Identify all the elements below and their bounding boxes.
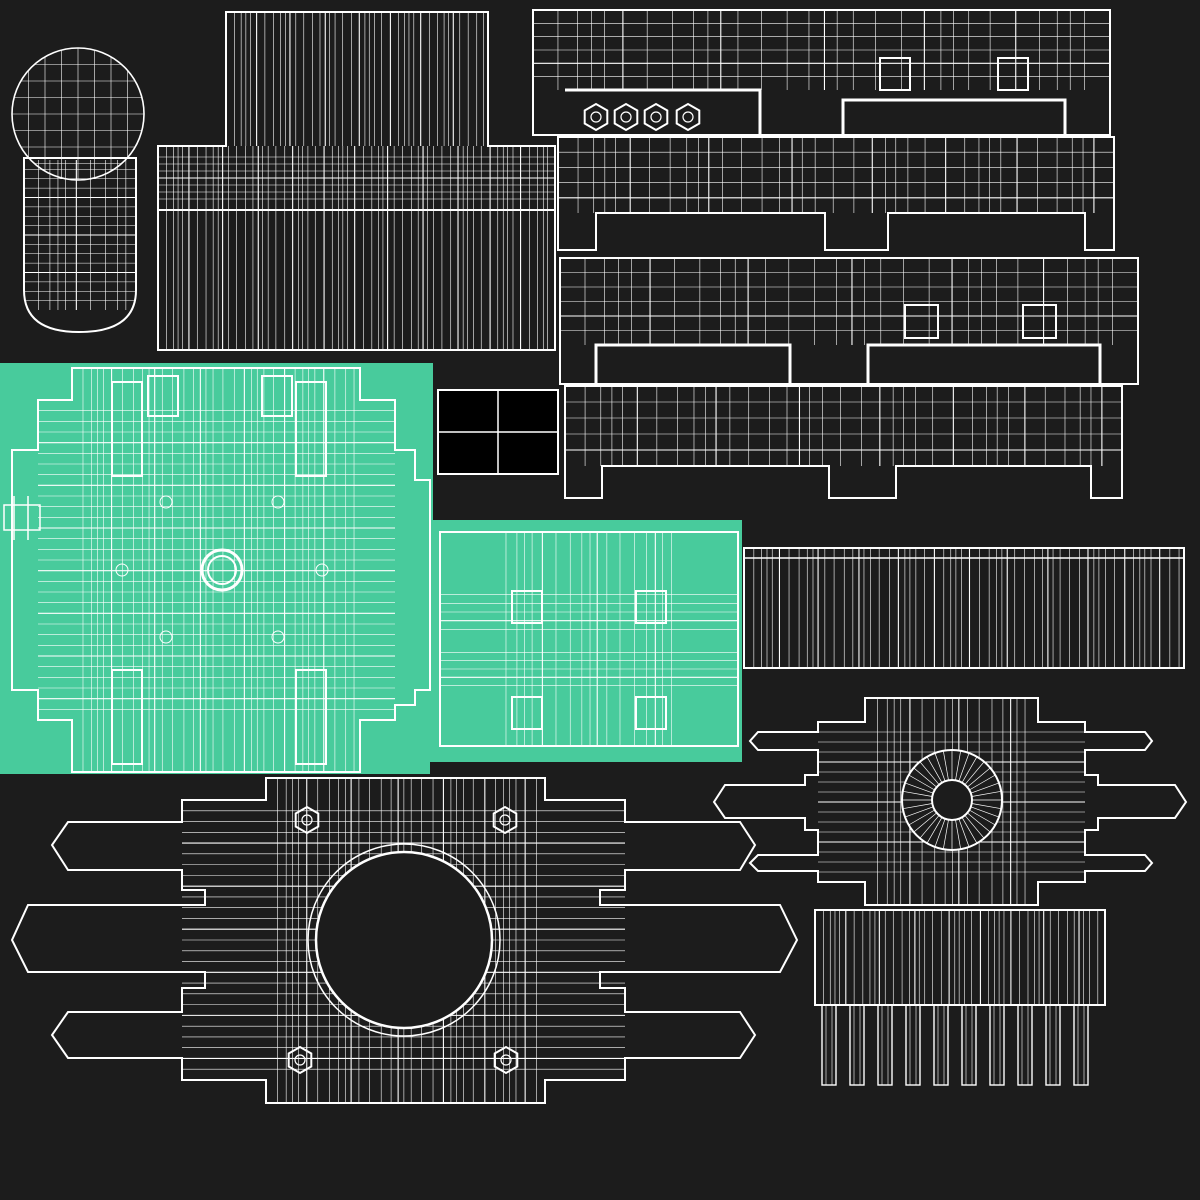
selection-highlight	[0, 363, 742, 774]
rail-island-a[interactable]	[532, 9, 1111, 136]
hub-plate-island[interactable]	[712, 697, 1188, 906]
long-strip-island[interactable]	[743, 547, 1185, 669]
checker-square	[437, 389, 559, 475]
rail-island-b[interactable]	[557, 136, 1115, 251]
pins-island[interactable]	[814, 909, 1106, 1086]
fan-plate-island[interactable]	[10, 777, 799, 1104]
stepped-strip-island[interactable]	[157, 11, 556, 351]
capsule-island[interactable]	[11, 47, 145, 334]
rail-island-c[interactable]	[559, 257, 1139, 385]
hex-nut-icons	[583, 102, 701, 132]
rail-island-d[interactable]	[564, 385, 1123, 499]
housing-side-island[interactable]	[439, 531, 739, 747]
housing-top-island[interactable]	[3, 367, 431, 773]
